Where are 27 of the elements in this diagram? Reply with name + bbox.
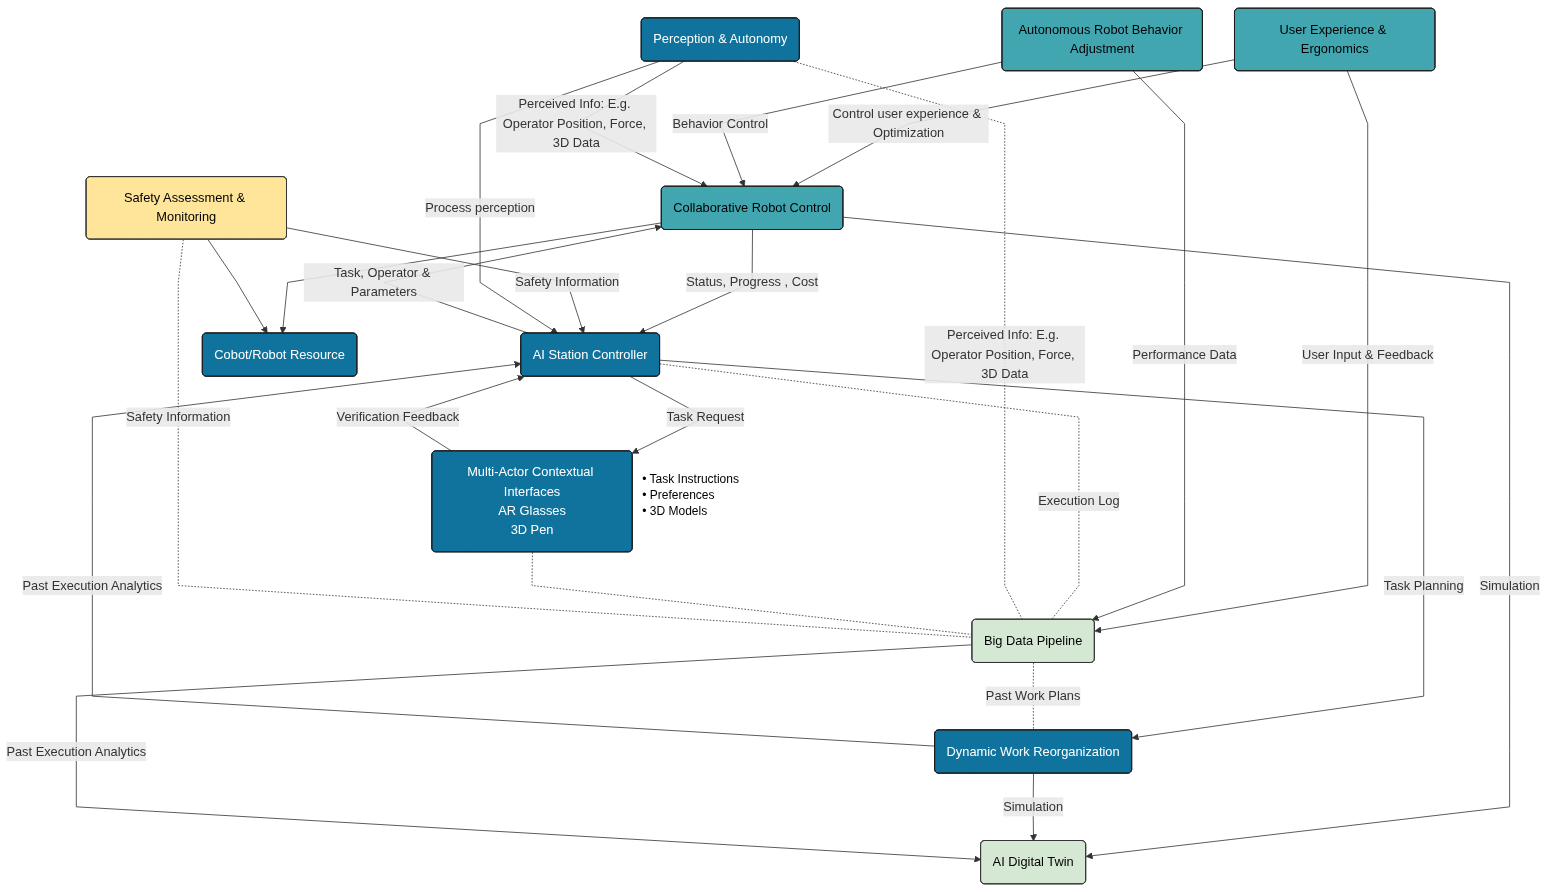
connector bbox=[793, 61, 1023, 620]
edge-label: Execution Log bbox=[1038, 494, 1120, 508]
edge-label: Task Planning bbox=[1383, 578, 1464, 592]
edge-label: Safety Information bbox=[126, 409, 231, 424]
connector bbox=[659, 363, 1080, 620]
edge-label: Verification Feedback bbox=[336, 409, 460, 424]
edge-label: Control user experience & Optimization bbox=[832, 106, 981, 140]
edge-label: Task, Operator & Parameters bbox=[333, 265, 431, 299]
bullet-note: • 3D Models bbox=[642, 502, 709, 519]
edge-label: Simulation bbox=[1003, 799, 1064, 814]
edge-label: User Input & Feedback bbox=[1302, 347, 1434, 361]
bullet-note: • Preferences bbox=[642, 486, 716, 503]
edge-label: Simulation bbox=[1479, 578, 1540, 592]
edge-label: Performance Data bbox=[1132, 347, 1237, 361]
edge-label: Past Execution Analytics bbox=[6, 744, 147, 758]
edge-label: Perceived Info: E.g. Operator Position, Force, 3D Data bbox=[931, 328, 1075, 381]
edge-label: Task Request bbox=[666, 409, 745, 424]
edge-label: Behavior Control bbox=[672, 116, 769, 131]
edge-label: Process perception bbox=[425, 200, 535, 215]
edge-label: Status, Progress , Cost bbox=[686, 275, 819, 289]
edge-label: Past Execution Analytics bbox=[22, 578, 163, 592]
edge-label: Past Work Plans bbox=[985, 688, 1081, 703]
bullet-note: • Task Instructions bbox=[642, 470, 739, 487]
edge-label: Perceived Info: E.g. Operator Position, Force, 3D Data bbox=[502, 97, 647, 150]
connector bbox=[1032, 662, 1034, 731]
connector bbox=[531, 551, 973, 635]
edge-label: Safety Information bbox=[515, 275, 620, 289]
